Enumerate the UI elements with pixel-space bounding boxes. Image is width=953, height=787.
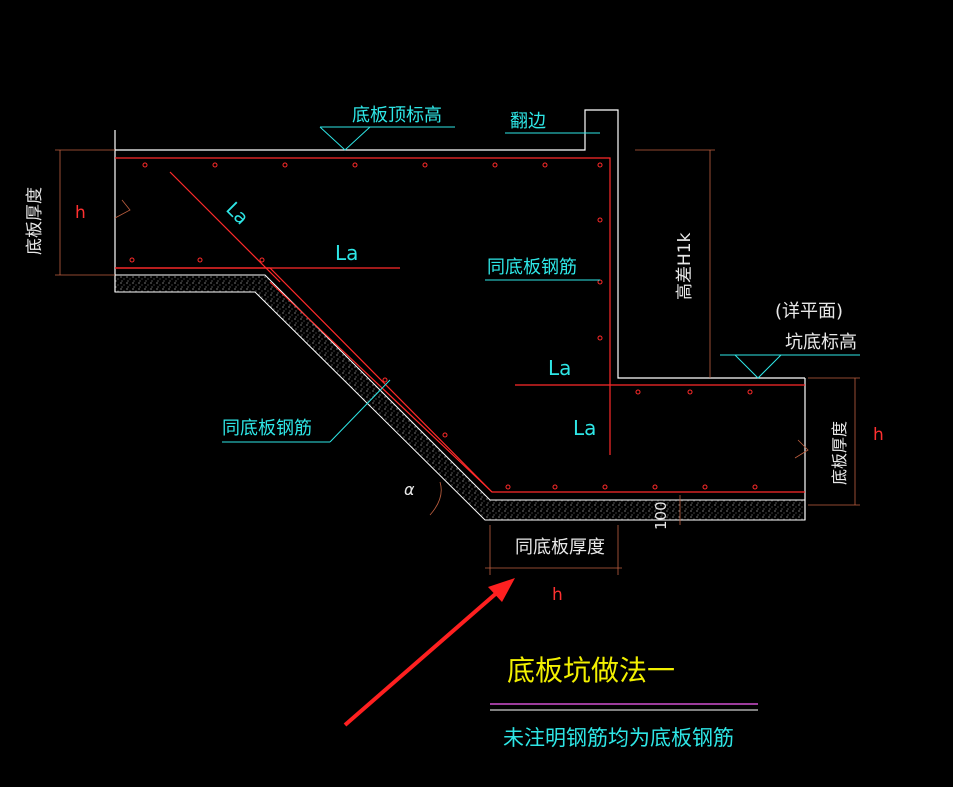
drawing-note: 未注明钢筋均为底板钢筋 (503, 726, 734, 750)
cushion-layer (114, 274, 806, 521)
label-same-rebar-left: 同底板钢筋 (222, 418, 312, 439)
label-h-bottom: h (552, 585, 563, 605)
label-la-lower-vertical: La (573, 416, 596, 440)
rebar-dots (129, 162, 758, 490)
label-h-left: h (75, 203, 86, 223)
label-dim-100: 100 (652, 501, 670, 530)
label-slab-thickness-right: 底板厚度 (830, 421, 849, 485)
label-top-elevation: 底板顶标高 (352, 105, 442, 126)
label-height-diff: 高差H1k (675, 232, 695, 300)
label-la-diagonal: La (221, 198, 252, 229)
rebar-lines (115, 157, 805, 493)
label-slab-thickness-left: 底板厚度 (25, 187, 45, 255)
label-same-rebar-center: 同底板钢筋 (487, 257, 577, 278)
red-arrow (343, 578, 515, 727)
label-la-lower-horizontal: La (548, 356, 571, 380)
title-underline (490, 703, 758, 711)
leader-lines (222, 126, 860, 443)
drawing-title: 底板坑做法一 (507, 654, 675, 687)
label-same-slab-thickness: 同底板厚度 (515, 537, 605, 558)
dimension-lines (55, 149, 860, 575)
concrete-outline (114, 109, 806, 520)
label-alpha: α (404, 480, 415, 499)
label-flange: 翻边 (510, 111, 546, 132)
label-pit-bottom-elevation: 坑底标高 (785, 332, 857, 353)
label-h-right: h (873, 425, 884, 445)
label-la-horizontal: La (335, 241, 358, 265)
label-detail-plan: (详平面) (775, 301, 843, 322)
